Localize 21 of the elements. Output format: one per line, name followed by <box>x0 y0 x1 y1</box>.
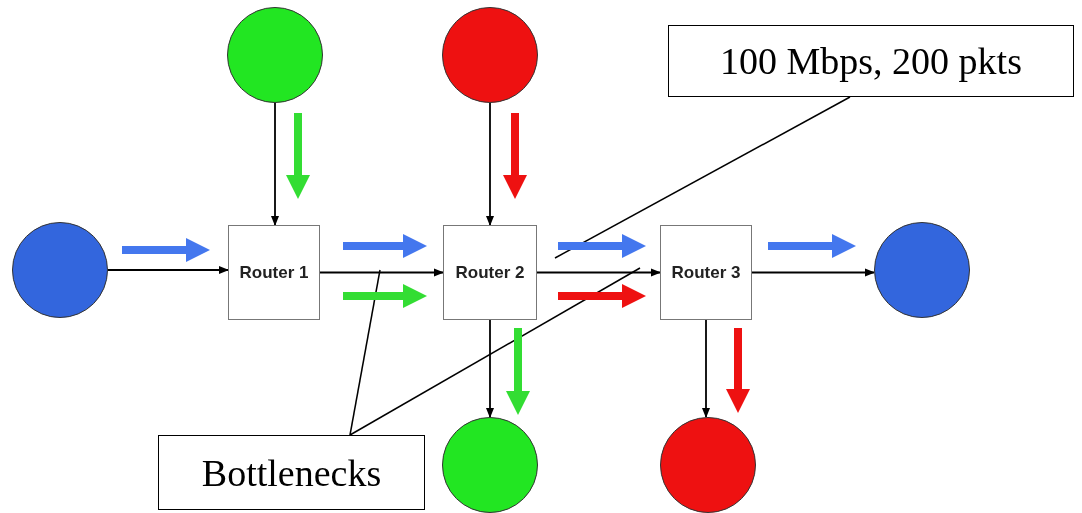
leader-line <box>349 267 641 436</box>
arrow <box>486 319 494 418</box>
router-label: Router 3 <box>671 261 741 284</box>
label-box <box>158 435 425 510</box>
arrow <box>702 319 710 418</box>
router-box <box>443 225 537 320</box>
leader-line <box>554 96 851 259</box>
arrow <box>486 102 494 226</box>
callout-text: 100 Mbps, 200 pkts <box>720 39 1022 83</box>
arrow <box>271 102 279 226</box>
arrow <box>107 266 229 274</box>
arrow <box>536 268 661 277</box>
router-box <box>660 225 752 320</box>
callout-text: Bottlenecks <box>201 450 382 495</box>
router-label: Router 1 <box>239 261 309 284</box>
arrow <box>751 268 875 277</box>
arrow <box>319 268 444 277</box>
leader-line <box>349 269 381 436</box>
router-label: Router 2 <box>455 261 525 284</box>
router-box <box>228 225 320 320</box>
label-box <box>668 25 1074 97</box>
